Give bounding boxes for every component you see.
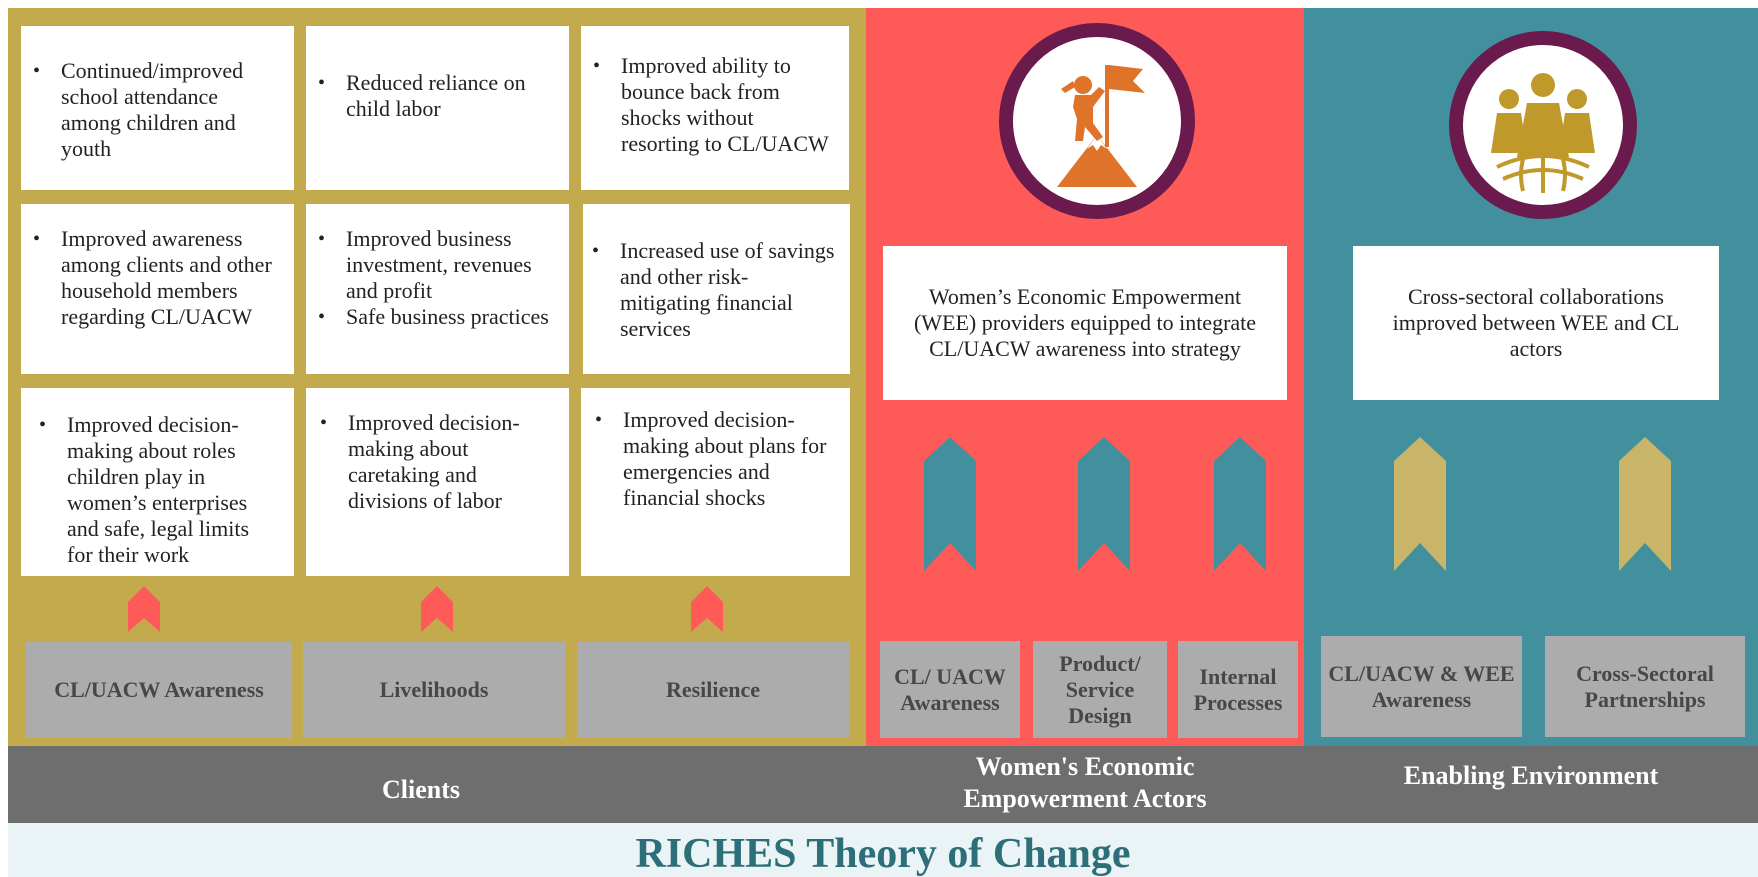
env-outcome-box: Cross-sectoral collaborations improved b… (1353, 246, 1719, 400)
category-line: Service (1065, 676, 1135, 702)
category-line: CL/UACW & WEE (1328, 660, 1515, 686)
category-line: Partnerships (1584, 686, 1706, 712)
page-title: RICHES Theory of Change (635, 831, 1131, 877)
arrow-up-icon (128, 586, 160, 632)
outcome-box-emergency-plans: Improved decision-making about plans for… (581, 388, 850, 576)
category-line: Awareness (900, 689, 1000, 715)
category-line: CL/ UACW (894, 663, 1006, 689)
outcome-box-awareness: Improved awareness among clients and oth… (21, 204, 294, 374)
category-product-service-design: Product/ Service Design (1033, 641, 1167, 738)
title-strip (8, 823, 1758, 877)
category-cl-uacw-wee-awareness: CL/UACW & WEE Awareness (1321, 636, 1522, 737)
arrow-up-icon (1619, 437, 1671, 571)
arrow-up-icon (691, 586, 723, 632)
outcome-item: Improved awareness among clients and oth… (33, 226, 280, 330)
outcome-item: Improved decision-making about caretakin… (320, 410, 555, 514)
category-livelihoods: Livelihoods (303, 642, 565, 738)
person-flag-mountain-icon (999, 23, 1195, 219)
arrow-up-icon (421, 586, 453, 632)
category-line: Design (1068, 702, 1132, 728)
category-resilience: Resilience (577, 642, 849, 738)
category-line: Internal (1199, 663, 1277, 689)
outcome-box-children-roles: Improved decision-making about roles chi… (21, 388, 294, 576)
category-cl-uacw-awareness: CL/ UACW Awareness (880, 641, 1020, 738)
outcome-box-child-labor: Reduced reliance on child labor (306, 26, 569, 190)
arrow-up-icon (1078, 437, 1130, 571)
category-line: Product/ (1059, 650, 1141, 676)
outcome-item: Safe business practices (318, 304, 559, 330)
outcome-item: Improved decision-making about roles chi… (39, 412, 280, 568)
outcome-item: Improved ability to bounce back from sho… (593, 53, 835, 157)
clients-label: Clients (382, 775, 460, 804)
outcome-item: Increased use of savings and other risk-… (592, 238, 836, 342)
women-group-globe-icon (1449, 31, 1637, 219)
outcome-item: Improved decision-making about plans for… (595, 407, 836, 511)
outcome-item: Improved business investment, revenues a… (318, 226, 559, 304)
outcome-box-school-attendance: Continued/improved school attendance amo… (21, 26, 294, 190)
outcome-item: Reduced reliance on child labor (318, 70, 555, 122)
category-internal-processes: Internal Processes (1178, 641, 1298, 738)
arrow-up-icon (1214, 437, 1266, 571)
outcome-item: Continued/improved school attendance amo… (33, 58, 280, 162)
wee-actors-label-line: Empowerment Actors (963, 784, 1207, 813)
category-line: Cross-Sectoral (1576, 660, 1714, 686)
arrow-up-icon (924, 437, 976, 571)
outcome-box-savings: Increased use of savings and other risk-… (583, 204, 850, 374)
section-label-band (8, 746, 1758, 823)
wee-outcome-box: Women’s Economic Empowerment (WEE) provi… (883, 246, 1287, 400)
category-line: Awareness (1371, 686, 1472, 712)
category-cl-uacw-awareness: CL/UACW Awareness (26, 642, 292, 738)
outcome-box-business: Improved business investment, revenues a… (306, 204, 569, 374)
wee-actors-label-line: Women's Economic (975, 752, 1195, 781)
arrow-up-icon (1394, 437, 1446, 571)
category-cross-sectoral-partnerships: Cross-Sectoral Partnerships (1545, 636, 1745, 737)
outcome-box-caretaking: Improved decision-making about caretakin… (306, 388, 569, 576)
category-line: Processes (1193, 689, 1283, 715)
outcome-box-bounce-back: Improved ability to bounce back from sho… (581, 26, 849, 190)
wee-actors-label: Women's Economic Empowerment Actors (866, 748, 1304, 818)
enabling-environment-label: Enabling Environment (1403, 761, 1659, 790)
